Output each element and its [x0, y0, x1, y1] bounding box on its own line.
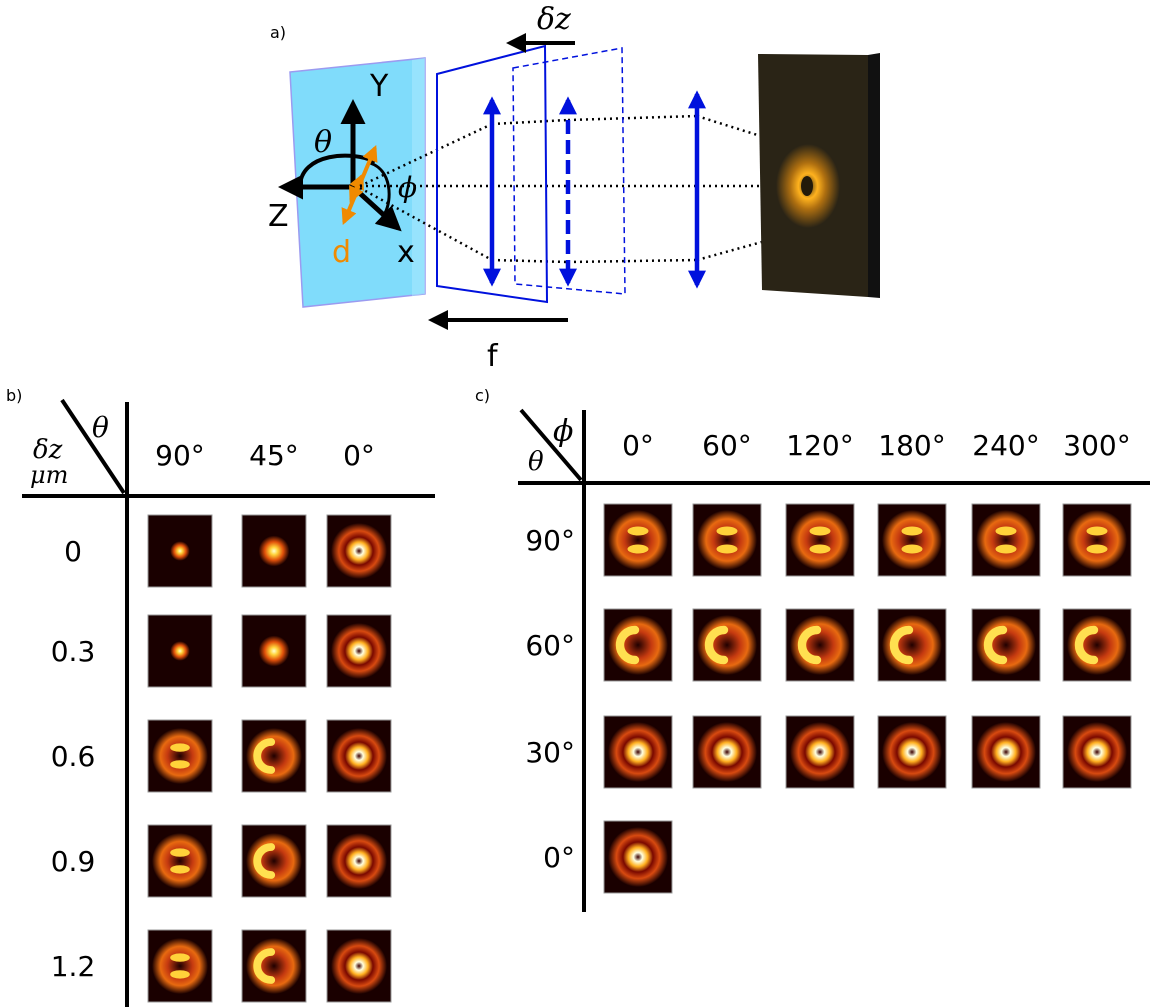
- table-b-psf-image: [147, 929, 213, 1003]
- table-b-psf-image: [241, 614, 307, 688]
- table-c-psf-image: [603, 820, 673, 894]
- axis-label-z: Z: [268, 199, 289, 234]
- table-b-psf-image: [241, 719, 307, 793]
- table-c-psf-image: [692, 503, 762, 577]
- axis-label-x: x: [397, 235, 415, 270]
- axis-label-y: Y: [369, 69, 389, 104]
- table-b-corner-dz: δz: [33, 435, 63, 465]
- table-b-row-header: 0: [64, 535, 82, 568]
- table-b-psf-image: [241, 514, 307, 588]
- table-c-col-header: 180°: [878, 429, 945, 462]
- table-c-psf-image: [1062, 608, 1132, 682]
- table-c-psf-image: [603, 608, 673, 682]
- objective-plane: [436, 44, 549, 304]
- table-c-psf-image: [1062, 503, 1132, 577]
- table-c-corner-phi: ϕ: [553, 414, 573, 449]
- focal-label: f: [487, 339, 499, 374]
- table-c-psf-image: [692, 715, 762, 789]
- table-c-psf-image: [603, 715, 673, 789]
- table-c-psf-image: [785, 608, 855, 682]
- delta-z-label: δz: [537, 2, 571, 37]
- panel-label-c: c): [475, 386, 490, 405]
- table-b-psf-image: [147, 719, 213, 793]
- table-c-psf-image: [1062, 715, 1132, 789]
- table-c-psf-image: [603, 503, 673, 577]
- table-b-row-header: 0.9: [51, 845, 96, 878]
- table-b-col-header: 45°: [249, 439, 299, 472]
- table-c-psf-image: [971, 608, 1041, 682]
- table-b-grid: [22, 398, 435, 1007]
- table-c-row-header: 0°: [543, 841, 575, 874]
- table-b-psf-image: [326, 719, 392, 793]
- dipole-arrow-shaft: [341, 145, 378, 225]
- table-c-psf-image: [785, 715, 855, 789]
- table-b-psf-image: [326, 824, 392, 898]
- phi-symbol-a: ϕ: [398, 171, 417, 204]
- table-c-corner-theta: θ: [528, 447, 544, 477]
- camera-sensor: [758, 53, 880, 298]
- table-c-row-header: 60°: [525, 629, 575, 662]
- table-b-psf-image: [241, 824, 307, 898]
- table-c-psf-image: [877, 503, 947, 577]
- table-c-col-header: 120°: [786, 429, 853, 462]
- dipole-label: d: [332, 235, 351, 270]
- table-c-col-header: 0°: [622, 429, 654, 462]
- table-b-psf-image: [326, 614, 392, 688]
- table-c-row-header: 30°: [525, 736, 575, 769]
- table-c-col-header: 300°: [1063, 429, 1130, 462]
- table-c-psf-image: [692, 608, 762, 682]
- table-c-psf-image: [785, 503, 855, 577]
- table-b-col-header: 90°: [155, 439, 205, 472]
- table-c-col-header: 60°: [702, 429, 752, 462]
- light-rays: [359, 114, 806, 264]
- table-b-corner-um: μm: [30, 461, 68, 489]
- table-c-psf-image: [877, 715, 947, 789]
- table-b-row-header: 0.3: [51, 635, 96, 668]
- table-c-psf-image: [971, 503, 1041, 577]
- table-b-corner-theta: θ: [92, 411, 109, 444]
- table-b-row-header: 0.6: [51, 740, 96, 773]
- table-b-row-header: 1.2: [51, 950, 96, 983]
- shifted-plane: [512, 47, 626, 295]
- panel-label-b: b): [6, 386, 22, 405]
- table-b-psf-image: [147, 824, 213, 898]
- table-b-psf-image: [147, 614, 213, 688]
- table-c-psf-image: [877, 608, 947, 682]
- table-c-psf-image: [971, 715, 1041, 789]
- table-c-row-header: 90°: [525, 524, 575, 557]
- table-b-psf-image: [147, 514, 213, 588]
- table-b-psf-image: [326, 929, 392, 1003]
- table-c-grid: [518, 408, 1150, 912]
- table-c-col-header: 240°: [972, 429, 1039, 462]
- table-b-psf-image: [326, 514, 392, 588]
- table-b-psf-image: [241, 929, 307, 1003]
- theta-symbol-a: θ: [314, 125, 332, 160]
- panel-label-a: a): [270, 23, 286, 42]
- table-b-col-header: 0°: [343, 439, 375, 472]
